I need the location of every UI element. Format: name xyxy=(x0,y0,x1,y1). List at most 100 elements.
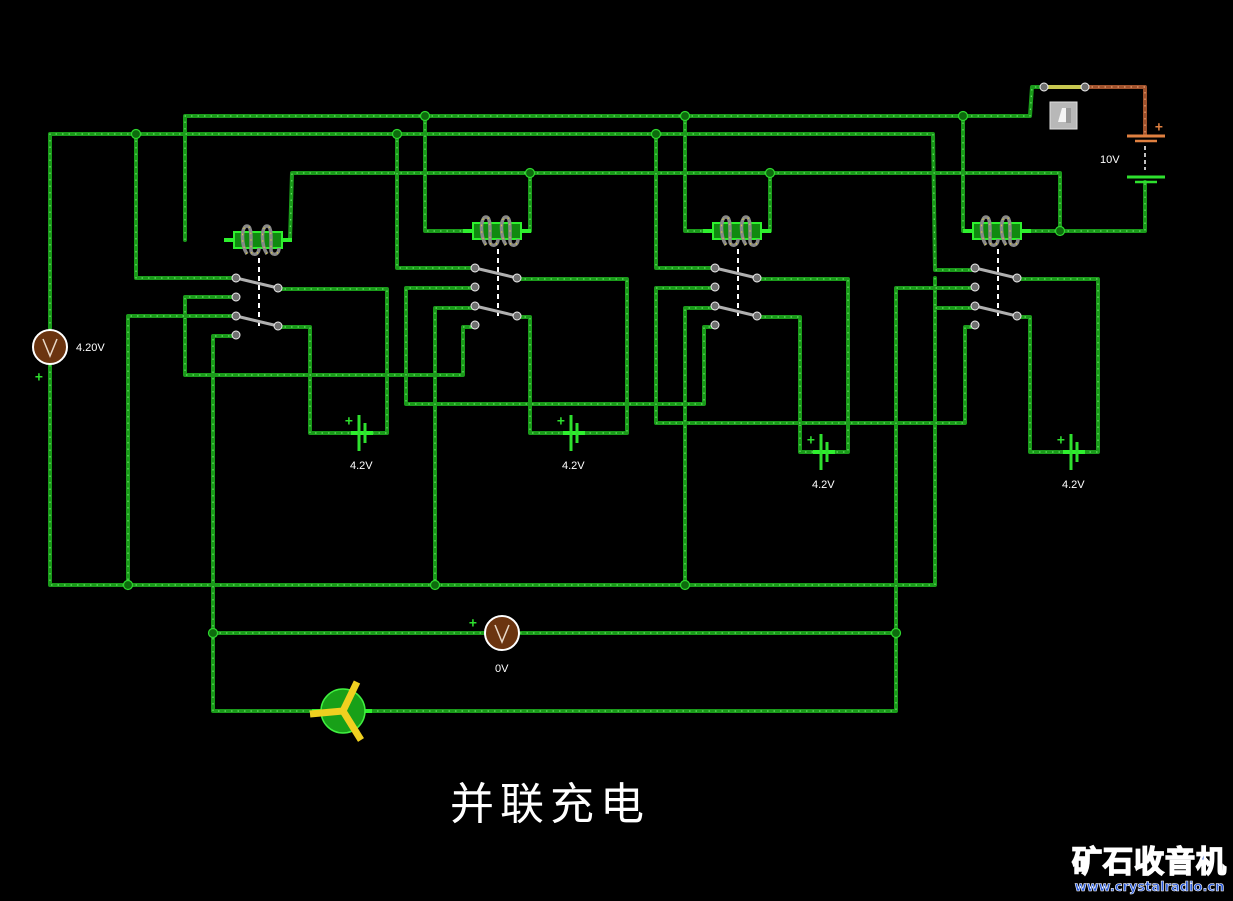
switch-lever xyxy=(974,304,1018,318)
wire xyxy=(404,286,718,406)
cell-voltage-label: 4.2V xyxy=(350,460,373,472)
switch-terminal xyxy=(1039,82,1049,92)
switch-terminal xyxy=(1012,273,1022,283)
voltmeter-bottom[interactable]: + 0V xyxy=(469,615,520,675)
wire-bus-3 xyxy=(288,171,1062,242)
wire-trace xyxy=(49,133,975,330)
wire-trace xyxy=(1018,278,1099,453)
junction-node xyxy=(890,627,902,639)
switch-terminal xyxy=(273,321,283,331)
switch-terminal xyxy=(512,273,522,283)
wire-top-bus xyxy=(183,85,1046,242)
wires xyxy=(48,85,1147,713)
wire-trace xyxy=(184,296,476,376)
wire-trace xyxy=(684,307,716,585)
coil-winding-icon xyxy=(719,215,740,247)
wire-cell xyxy=(756,315,816,454)
wire-cell xyxy=(276,325,354,435)
switch-terminal xyxy=(970,263,980,273)
cell-1[interactable]: +4.2V xyxy=(345,414,373,472)
source-plus-sign: + xyxy=(1155,120,1163,135)
junction-node xyxy=(1054,225,1066,237)
cell-plus-sign: + xyxy=(1057,433,1065,448)
junction-node xyxy=(207,627,219,639)
wire xyxy=(126,314,238,587)
cell-plus-sign: + xyxy=(345,414,353,429)
relay-1[interactable] xyxy=(224,224,292,340)
wire-trace xyxy=(278,288,388,434)
wire-trace xyxy=(758,278,849,453)
junction-node xyxy=(130,128,142,140)
main-switch[interactable] xyxy=(1049,101,1078,130)
junction-node xyxy=(391,128,403,140)
wire-trace xyxy=(1085,86,1146,136)
switch-terminal xyxy=(273,283,283,293)
wire-drop xyxy=(395,132,478,270)
junction-node xyxy=(764,167,776,179)
switch-terminal xyxy=(1080,82,1090,92)
wire-trace xyxy=(1018,316,1064,453)
wire-trace xyxy=(758,316,814,453)
fan-blades-icon xyxy=(309,680,364,742)
wire-bottom-bus xyxy=(48,276,937,587)
switch-lever xyxy=(714,266,758,280)
switch-lever xyxy=(974,266,1018,280)
switch-terminal xyxy=(710,263,720,273)
cell-2[interactable]: +4.2V xyxy=(557,414,585,472)
dc-source[interactable]: + 10V xyxy=(1100,120,1165,184)
switch-terminal xyxy=(710,282,720,292)
wire-source-positive xyxy=(1085,85,1147,136)
wire-cell xyxy=(756,277,850,454)
coil-winding-icon xyxy=(479,215,500,247)
source-voltage-label: 10V xyxy=(1100,154,1120,166)
wire-trace xyxy=(396,134,476,269)
wire-cell xyxy=(516,315,566,435)
wire-cell xyxy=(276,287,389,435)
relay-2[interactable] xyxy=(463,215,531,330)
watermark-logo: 矿石收音机 www.crystalradio.cn xyxy=(1071,845,1227,896)
wire-drop xyxy=(760,171,772,233)
voltmeter-bottom-plus: + xyxy=(469,616,477,631)
wire-drop xyxy=(654,132,718,270)
wire-source-negative xyxy=(1020,180,1147,233)
voltmeter-left[interactable]: + 4.20V xyxy=(32,329,105,385)
v-icon xyxy=(494,624,510,644)
wire-trace xyxy=(127,315,236,585)
switch-terminal xyxy=(710,320,720,330)
relay-3[interactable] xyxy=(703,215,771,330)
cell-4[interactable]: +4.2V xyxy=(1057,433,1085,491)
coil-winding-icon xyxy=(240,224,261,256)
watermark-title: 矿石收音机 xyxy=(1071,845,1227,881)
junction-node xyxy=(524,167,536,179)
wire-trace xyxy=(49,278,936,586)
cell-plus-sign: + xyxy=(807,433,815,448)
coil-winding-icon xyxy=(739,215,760,247)
wire-trace xyxy=(184,86,1044,240)
wire-trace xyxy=(372,287,976,712)
fan-motor[interactable] xyxy=(309,680,372,742)
watermark-url: www.crystalradio.cn xyxy=(1074,880,1225,896)
wire-trace xyxy=(518,278,628,434)
wire xyxy=(683,306,718,587)
wire-trace xyxy=(278,326,352,434)
wire-trace xyxy=(212,335,320,712)
relay-4[interactable] xyxy=(963,215,1031,330)
switch-terminal xyxy=(970,301,980,311)
junction-node xyxy=(650,128,662,140)
cell-3[interactable]: +4.2V xyxy=(807,433,835,491)
v-icon xyxy=(42,338,58,358)
switch-terminal xyxy=(231,330,241,340)
switch-terminal xyxy=(231,292,241,302)
voltmeter-left-reading: 4.20V xyxy=(76,342,105,354)
cell-voltage-label: 4.2V xyxy=(812,479,835,491)
switch-terminal xyxy=(970,320,980,330)
wire-trace xyxy=(289,172,1061,241)
page-title: 并联充电 xyxy=(450,779,650,830)
switch-terminal xyxy=(470,282,480,292)
wire xyxy=(433,306,478,587)
wire-trace xyxy=(1022,182,1146,232)
wire-drop xyxy=(423,114,474,233)
switch-lever xyxy=(235,314,279,328)
junction-nodes xyxy=(122,82,1090,639)
